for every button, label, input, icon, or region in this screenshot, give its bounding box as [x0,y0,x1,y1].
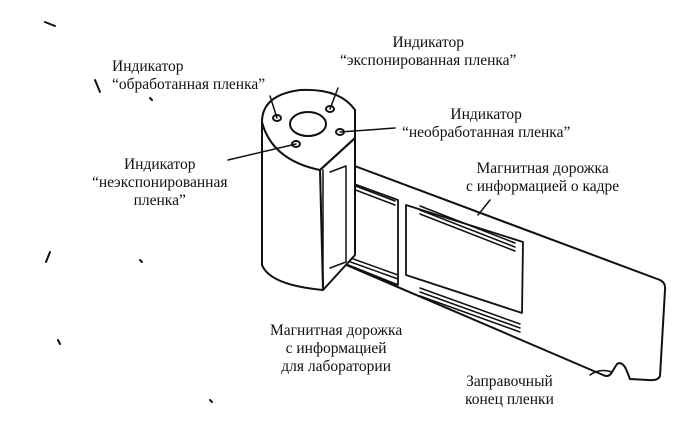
magnetic-track-lab [344,255,521,333]
exposed-indicator-label-line1: Индикатор [392,34,464,51]
unprocessed-indicator-label-line2: “необработанная пленка” [402,124,571,141]
processed-indicator-hole [272,114,282,122]
frame-track-label-line2: с информацией о кадре [466,178,620,195]
unexposed-indicator-label-line2: “неэкспонированная [92,174,228,191]
processed-indicator-label-line1: Индикатор [112,58,184,75]
unexposed-indicator-label-line3: пленка” [133,192,186,209]
scan-specks [44,21,213,403]
unprocessed-indicator-label-line1: Индикатор [450,106,522,123]
exposed-indicator-hole [325,105,335,113]
leader-label-line2: конец пленки [465,391,554,408]
processed-indicator-label-line2: “обработанная пленка” [112,76,266,93]
spool-hub [289,111,327,137]
frame-track-label: Магнитная дорожка с информацией о кадре [466,160,619,196]
unexposed-indicator-label-line1: Индикатор [123,156,196,173]
unexposed-indicator-label: Индикатор “неэкспонированная пленка” [92,156,227,210]
film-slot [329,165,347,269]
lab-track-label: Магнитная дорожка с информацией для лабо… [270,322,402,376]
exposed-indicator-label-line2: “экспонированная пленка” [340,52,517,69]
processed-indicator-label: Индикатор “обработанная пленка” [112,58,265,94]
leader-label-line1: Заправочный [466,373,553,390]
lab-track-label-line3: для лаборатории [281,358,391,375]
leader-lines [227,87,613,376]
lab-track-label-line2: с информацией [285,340,387,357]
unprocessed-indicator-label: Индикатор “необработанная пленка” [402,106,570,142]
frame-track-label-line1: Магнитная дорожка [476,160,609,177]
leader-label: Заправочный конец пленки [465,373,554,409]
exposed-indicator-label: Индикатор “экспонированная пленка” [340,34,516,70]
cassette-body [261,88,356,291]
lab-track-label-line1: Магнитная дорожка [270,322,403,339]
unexposed-indicator-hole [291,140,301,148]
